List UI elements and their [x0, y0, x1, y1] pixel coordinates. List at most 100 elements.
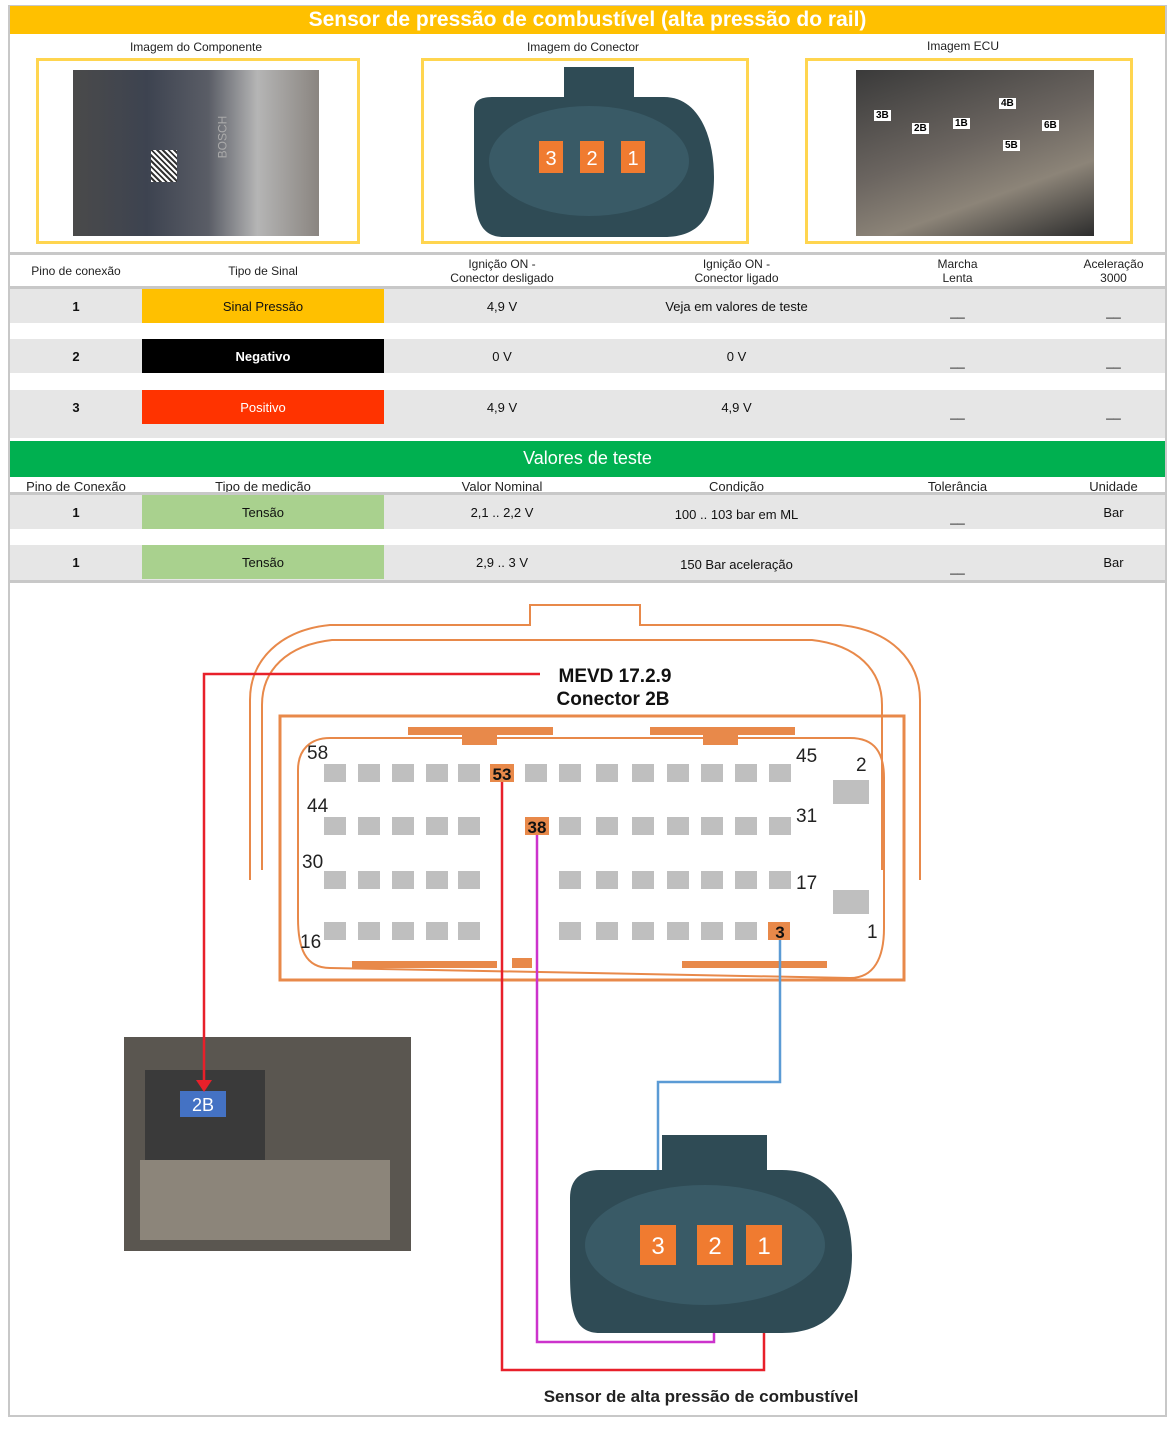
pin-block [833, 780, 869, 804]
test-row-1: 1 Tensão 2,1 .. 2,2 V 100 .. 103 bar em … [10, 495, 1165, 545]
ecu-pin [632, 817, 654, 835]
ecu-pin [426, 871, 448, 889]
ecu-pin [769, 871, 791, 889]
ecu-2b-badge [180, 1091, 226, 1117]
divider [10, 492, 1165, 495]
pin-38: 38 [528, 818, 547, 837]
unit: Bar [1103, 554, 1124, 570]
idle-value: __ [950, 303, 965, 319]
connector-pin-1: 1 [627, 148, 638, 170]
condition: 100 .. 103 bar em ML [674, 506, 799, 522]
ign-off-value: 0 V [492, 348, 512, 364]
test-values-title: Valores de teste [10, 441, 1165, 477]
measure-type: Tensão [142, 495, 384, 529]
pin-53: 53 [493, 765, 512, 784]
ecu-pin [324, 871, 346, 889]
ecu-pin [769, 764, 791, 782]
ign-on-value: Veja em valores de teste [665, 298, 808, 314]
wire-blue [656, 940, 782, 1240]
caption-connector: Imagem do Conector [526, 40, 640, 54]
ecu-label-3b: 3B [874, 110, 891, 121]
ecu-pin [525, 764, 547, 782]
ign-off-value: 4,9 V [486, 298, 518, 314]
ign-on-value: 0 V [726, 348, 747, 364]
connector-pin-2: 2 [586, 148, 597, 170]
sensor-pin-2: 2 [708, 1233, 721, 1260]
header-ign-on-2: Conector ligado [694, 271, 779, 285]
wire-ecu-pointer [202, 672, 540, 1082]
pin-number: 1 [72, 554, 80, 570]
accel-value: __ [1106, 353, 1121, 369]
component-photo: BOSCH [73, 70, 319, 236]
pin-label-2: 2 [856, 755, 867, 776]
connector-name: Conector 2B [557, 689, 670, 710]
ecu-pin [667, 922, 689, 940]
header-idle-1: Marcha [937, 257, 978, 271]
ecu-label-2b: 2B [912, 123, 929, 134]
ecu-pin [392, 922, 414, 940]
ecu-pin [426, 764, 448, 782]
idle-value: __ [950, 353, 965, 369]
ecu-pin [559, 764, 581, 782]
ecu-pin [769, 817, 791, 835]
header-ign-on-1: Ignição ON - [702, 257, 771, 271]
ecu-pin [559, 817, 581, 835]
pin-label-45: 45 [796, 746, 817, 767]
signal-table-header: Pino de conexão Tipo de Sinal Ignição ON… [10, 255, 1165, 287]
pin-label-44: 44 [307, 796, 329, 817]
ecu-pin [392, 764, 414, 782]
header-signal-type: Tipo de Sinal [228, 264, 298, 278]
ecu-image-frame: 3B 2B 1B 4B 5B 6B [805, 58, 1133, 244]
header-measure-type: Tipo de medição [215, 478, 311, 494]
ecu-pin-grid [324, 764, 791, 940]
connector-keys [352, 727, 827, 968]
datamatrix-code [151, 150, 177, 182]
ecu-pin [667, 817, 689, 835]
signal-type: Positivo [142, 390, 384, 424]
sensor-caption: Sensor de alta pressão de combustível [544, 1387, 859, 1406]
ecu-pin [426, 817, 448, 835]
pin-block [833, 890, 869, 914]
caption-component: Imagem do Componente [129, 40, 263, 54]
test-table-header: Pino de Conexão Tipo de medição Valor No… [10, 478, 1165, 494]
ecu-pin [701, 922, 723, 940]
header-ign-off-2: Conector desligado [450, 271, 554, 285]
unit: Bar [1103, 504, 1124, 520]
pin-number: 1 [72, 298, 80, 314]
ecu-pin [392, 871, 414, 889]
header-idle-2: Lenta [942, 271, 973, 285]
arrow-icon [196, 1080, 212, 1092]
signal-row-3: 3 Positivo 4,9 V 4,9 V __ __ [10, 390, 1165, 438]
pin-label-16: 16 [300, 932, 321, 953]
ecu-pin [667, 764, 689, 782]
ecu-label-5b: 5B [1003, 140, 1020, 151]
ecu-pin [324, 922, 346, 940]
ecu-pin [458, 817, 480, 835]
ecu-pin [358, 817, 380, 835]
ecu-pin [596, 871, 618, 889]
pin-number: 1 [72, 504, 80, 520]
measure-type: Tensão [142, 545, 384, 579]
header-pin: Pino de conexão [31, 264, 121, 278]
header-pin: Pino de Conexão [26, 478, 126, 494]
pin-label-31: 31 [796, 806, 817, 827]
ecu-pin [458, 871, 480, 889]
ecu-pin [735, 764, 757, 782]
pin-3: 3 [775, 923, 784, 942]
pin-label-58: 58 [307, 743, 328, 764]
ecu-pin [735, 922, 757, 940]
sensor-pin-3: 3 [651, 1233, 664, 1260]
connector-photo: 3 2 1 [474, 67, 714, 237]
page-title: Sensor de pressão de combustível (alta p… [10, 6, 1165, 34]
condition: 150 Bar aceleração [680, 556, 793, 572]
ecu-pin [632, 922, 654, 940]
caption-ecu: Imagem ECU [926, 39, 1000, 53]
divider [10, 252, 1165, 255]
connector-pin-3: 3 [545, 148, 556, 170]
ecu-pin [458, 764, 480, 782]
ecu-label-1b: 1B [953, 118, 970, 129]
ecu-pin [324, 817, 346, 835]
signal-type: Negativo [142, 339, 384, 373]
ecu-photo: 3B 2B 1B 4B 5B 6B [856, 70, 1094, 236]
